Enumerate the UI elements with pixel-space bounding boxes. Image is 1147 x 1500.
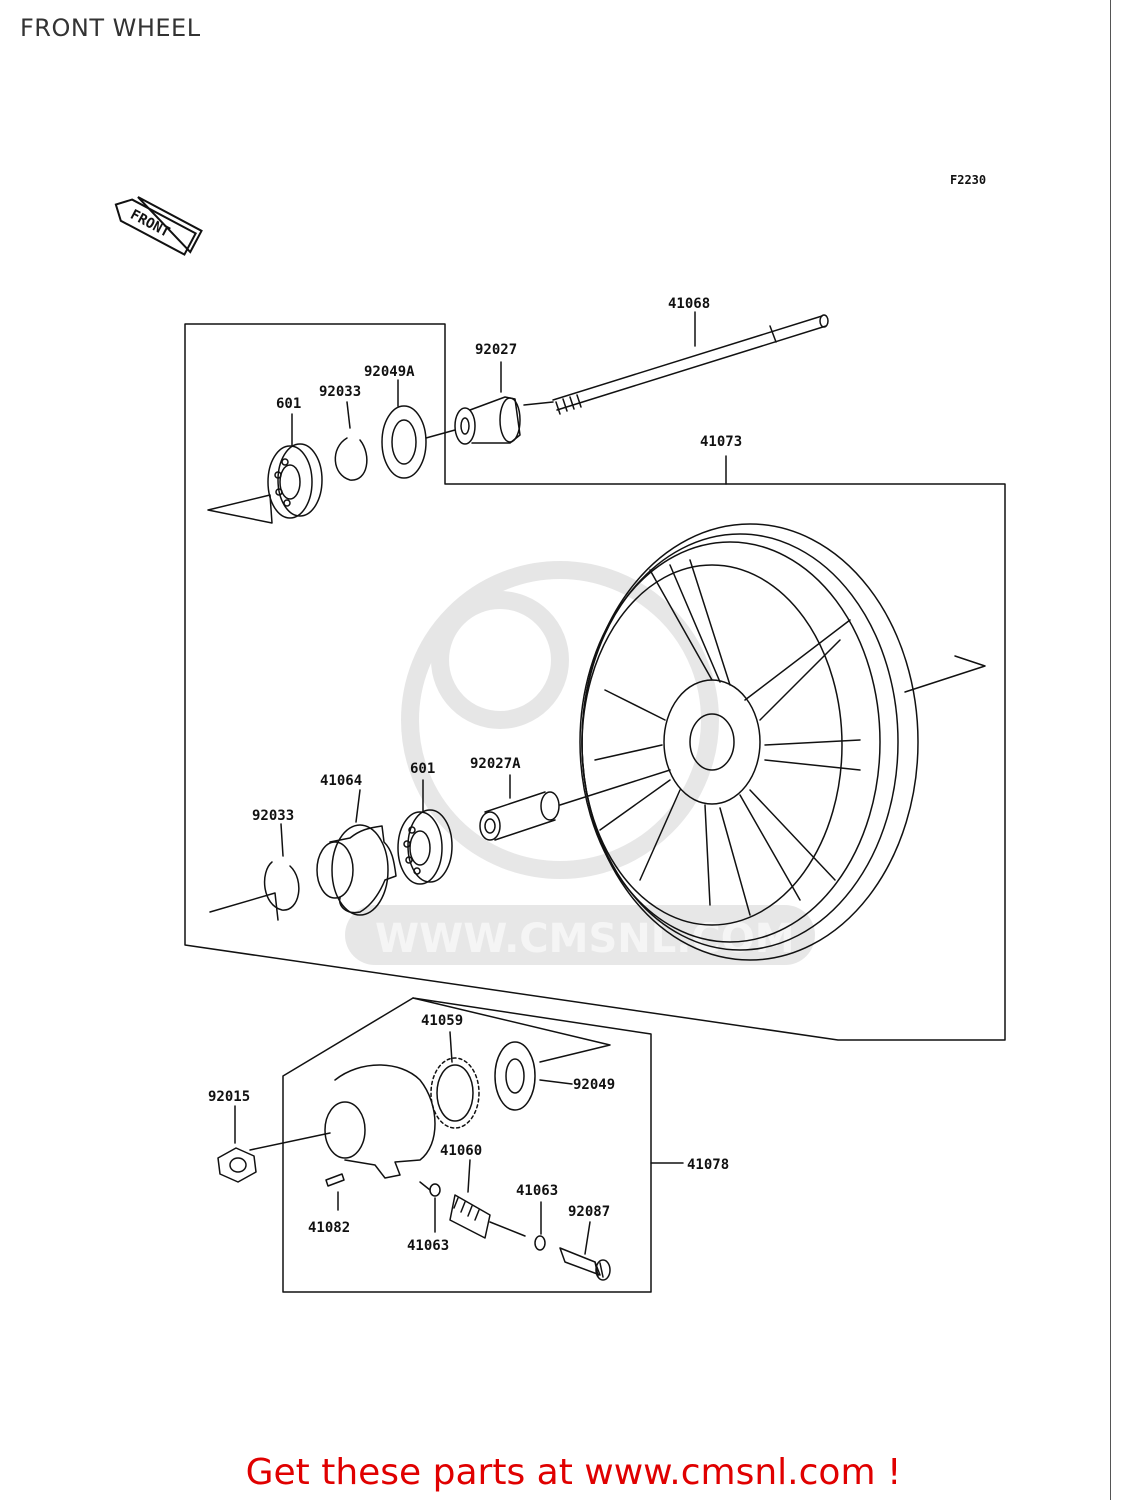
- bearing-601-top: [207, 413, 323, 524]
- callout-41063-right: 41063: [516, 1183, 558, 1199]
- page-title: FRONT WHEEL: [20, 14, 201, 42]
- callout-41068: 41068: [668, 296, 710, 312]
- callout-92087: 92087: [568, 1204, 610, 1220]
- meter-housing-41078: [249, 1064, 436, 1179]
- callout-92049: 92049: [573, 1077, 615, 1093]
- nut-92015: [217, 1105, 257, 1183]
- callout-92027A: 92027A: [470, 756, 521, 772]
- seal-92049A: [381, 379, 456, 479]
- callout-92033-top: 92033: [319, 384, 361, 400]
- seal-92049: [412, 997, 611, 1111]
- gearbox-41064: [316, 789, 397, 916]
- circlip-92033-mid: [209, 823, 300, 921]
- page-border: [1110, 0, 1111, 1500]
- spacer-92027A: [479, 769, 671, 841]
- axle-41068: [523, 311, 829, 415]
- callout-41073: 41073: [700, 434, 742, 450]
- callout-41063-left: 41063: [407, 1238, 449, 1254]
- circlip-92033-top: [334, 401, 368, 481]
- cmsnl-watermark: [345, 561, 815, 965]
- washer-41063-left: [429, 1183, 441, 1233]
- wheel-41073: [579, 455, 986, 961]
- assembly-outline: [184, 323, 1006, 1041]
- key-41082: [325, 1173, 345, 1211]
- callout-41078: 41078: [687, 1157, 729, 1173]
- shop-link[interactable]: Get these parts at www.cmsnl.com !: [245, 1452, 902, 1493]
- callout-601-mid: 601: [410, 761, 435, 777]
- gear-41059: [430, 1031, 480, 1129]
- bearing-601-mid: [397, 779, 453, 885]
- callout-41059: 41059: [421, 1013, 463, 1029]
- bushing-92087: [559, 1221, 611, 1281]
- callout-92033-mid: 92033: [252, 808, 294, 824]
- figure-code: F2230: [950, 173, 986, 187]
- callout-41064: 41064: [320, 773, 362, 789]
- callout-41082: 41082: [308, 1220, 350, 1236]
- callout-41060: 41060: [440, 1143, 482, 1159]
- front-arrow-icon: FRONT: [114, 196, 203, 256]
- collar-92027: [454, 361, 521, 445]
- callout-92049A: 92049A: [364, 364, 415, 380]
- callout-601-top: 601: [276, 396, 301, 412]
- callout-labels: 41068 92027 92049A 92033 601 41073 41064…: [208, 296, 742, 1254]
- callout-92027: 92027: [475, 342, 517, 358]
- pinion-41060: [419, 1159, 526, 1239]
- washer-41063-right: [534, 1201, 546, 1251]
- callout-92015: 92015: [208, 1089, 250, 1105]
